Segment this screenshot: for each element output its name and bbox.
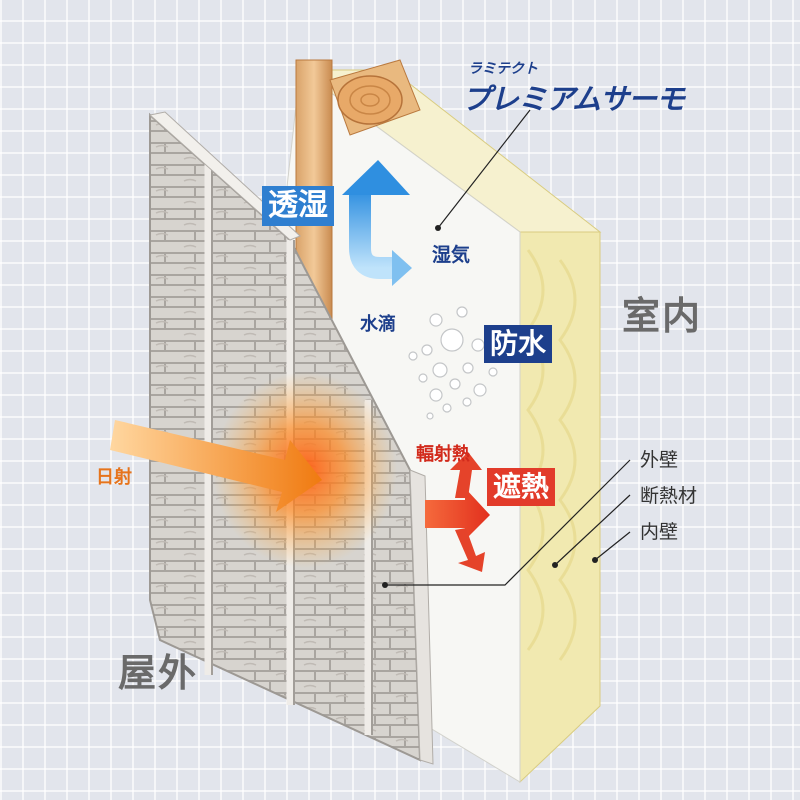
membrane-pointer-dot — [435, 225, 441, 231]
water-drops-label: 水滴 — [360, 314, 396, 335]
water-droplets — [408, 306, 498, 420]
radiant-heat-label: 輻射熱 — [416, 444, 470, 465]
wood-end-grain — [337, 75, 403, 125]
sunlight-arrow — [110, 420, 322, 512]
radiant-heat-arrows — [425, 452, 490, 572]
legend-inner-wall: 内壁 — [640, 521, 679, 543]
humidity-label: 湿気 — [432, 244, 471, 266]
leader-lines — [385, 109, 631, 586]
outer-wall-pointer-dot — [382, 582, 388, 588]
insulation-side-face — [519, 231, 601, 784]
waterproof-label: 防水 — [484, 325, 553, 363]
outdoor-label: 屋外 — [118, 651, 199, 695]
indoor-label: 室内 — [622, 294, 703, 338]
inner-wall-pointer-dot — [592, 557, 598, 563]
legend-outer-wall: 外壁 — [640, 449, 679, 471]
sunlight-label: 日射 — [96, 467, 132, 488]
brand-subtitle: ラミテクト — [468, 61, 538, 77]
heat-shield-label: 遮熱 — [487, 468, 556, 506]
humidity-arrow — [342, 160, 412, 286]
brand-title: プレミアムサーモ — [462, 82, 685, 116]
legend-insulation: 断熱材 — [640, 485, 698, 507]
insulation-pointer-dot — [552, 562, 558, 568]
insulation-texture — [526, 249, 577, 661]
moisture-permeable-label: 透湿 — [262, 186, 334, 226]
